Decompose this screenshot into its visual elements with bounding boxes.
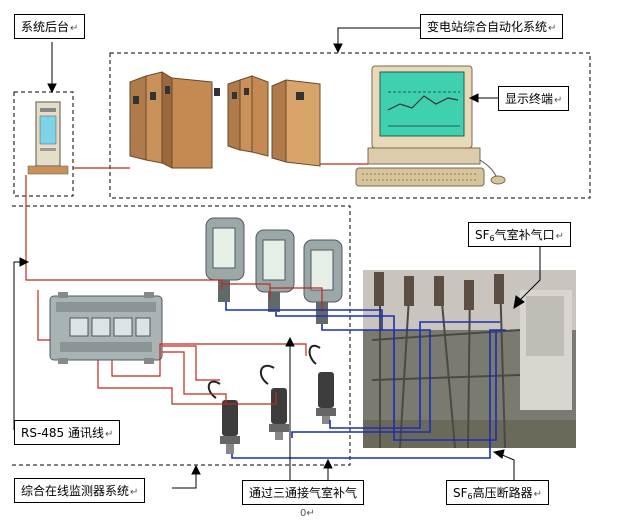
label-sf6-port-suffix: 气室补气口 [494,228,555,242]
label-monitor-system-text: 综合在线监测器系统 [21,484,130,498]
breaker-photo [363,270,576,449]
frame-substation-system [109,52,591,199]
label-breaker-sub: 6 [467,492,473,501]
pipe-4 [231,329,506,459]
leader-lines [13,27,541,489]
wire-hub-to-s3 [97,360,277,405]
edit-mark: ↵ [548,23,557,34]
label-monitor-system: 综合在线监测器系统↵ [14,478,146,503]
wire-hub-to-s2 [162,351,227,404]
label-sf6-port-sub: 6 [489,234,495,243]
pressure-sensor-3 [308,345,336,424]
bottom-edit-mark: 0↵ [300,508,315,519]
monitor-hub-icon [49,292,163,364]
label-rs485: RS-485 通讯线↵ [14,420,121,445]
display-terminal-icon [355,65,506,187]
server-cabinets [129,71,321,169]
gauge-sensor-2 [255,229,295,312]
signal-wires [25,163,368,405]
gas-pipes [225,302,506,459]
gauge-sensors [205,217,343,324]
label-substation-text: 变电站综合自动化系统 [427,20,548,34]
pipe-1 [225,302,383,330]
label-tee-text: 通过三通接气室补气 [249,486,358,500]
edit-mark: ↵ [105,429,114,440]
label-display-text: 显示终端 [505,92,554,106]
edit-mark: ↵ [70,23,79,34]
pressure-sensors [207,345,336,454]
wire-hub-to-s1 [162,345,220,381]
label-sf6-port: SF6气室补气口↵ [468,222,572,247]
edit-mark: ↵ [554,95,563,106]
edit-mark: ↵ [130,487,139,498]
label-substation: 变电站综合自动化系统↵ [420,14,564,39]
label-rs485-text: RS-485 通讯线 [21,426,105,440]
label-breaker-prefix: SF [453,486,468,500]
gauge-sensor-1 [205,217,245,302]
frame-monitor-group [12,205,351,466]
wire-backend-to-sensors [25,175,223,290]
label-display: 显示终端↵ [498,86,570,111]
label-backend-text: 系统后台 [21,20,70,34]
pipe-2 [275,312,497,441]
wire-to-sensor-2 [222,283,271,300]
label-breaker: SF6高压断路器↵ [446,480,550,505]
dashed-frames [12,52,591,466]
label-sf6-port-prefix: SF [475,228,490,242]
wire-to-sensor-3 [270,287,323,312]
label-backend: 系统后台↵ [14,14,86,39]
wire-hub-loop [37,290,50,341]
edit-mark: ↵ [555,231,565,242]
label-breaker-suffix: 高压断路器 [472,486,533,500]
frame-backend [13,91,74,197]
edit-mark: ↵ [533,489,543,500]
pressure-sensor-2 [259,365,289,440]
pressure-sensor-1 [207,380,240,454]
wire-hub-to-s4 [111,343,307,377]
pipe-5 [329,321,500,429]
gauge-sensor-3 [303,239,343,324]
pipe-3 [291,324,431,438]
backend-server-icon [27,101,69,175]
label-tee: 通过三通接气室补气 [242,480,365,505]
